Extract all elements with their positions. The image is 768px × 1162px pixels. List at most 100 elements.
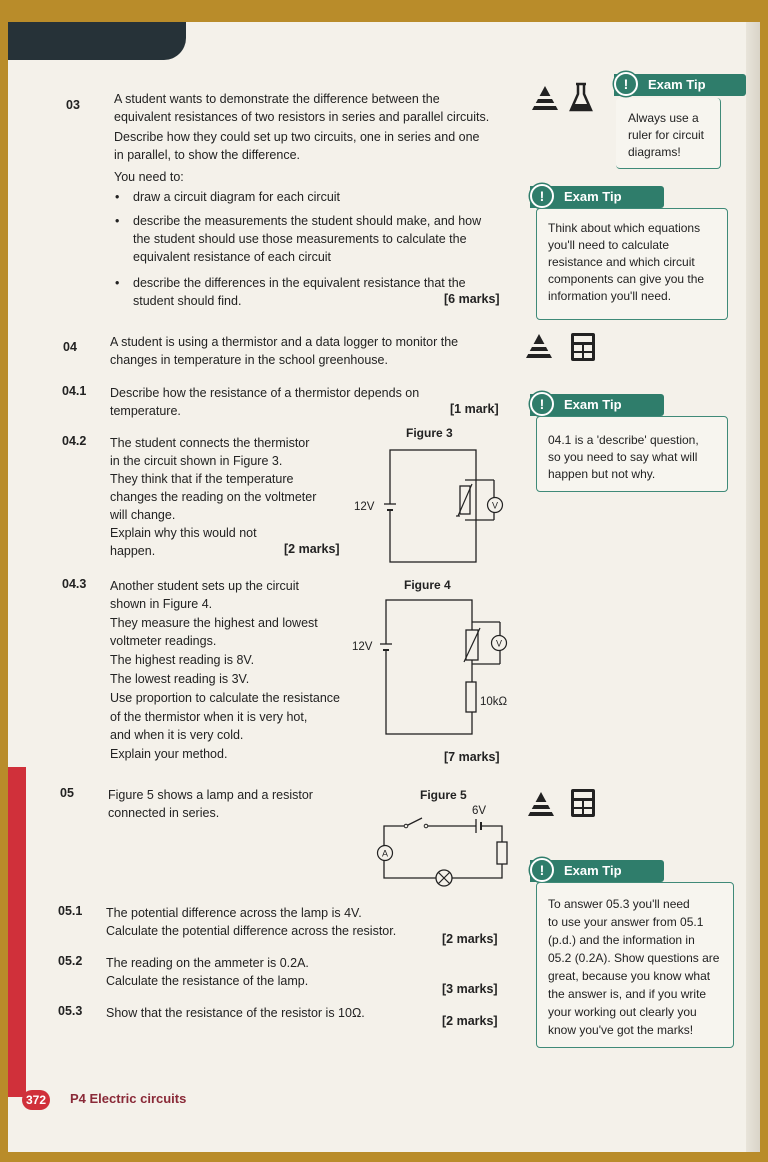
tip-1-box <box>616 98 721 169</box>
tip-1-line-2: ruler for circuit <box>628 128 705 142</box>
page-edge <box>746 22 760 1152</box>
q04-line-2: changes in temperature in the school gre… <box>110 353 388 367</box>
tip-4-header: Exam Tip <box>530 860 664 882</box>
tip-2-alert-icon: ! <box>530 184 554 208</box>
figure-3-label: Figure 3 <box>406 426 453 440</box>
section-edge-marker <box>8 767 26 1097</box>
q05-1-marks: [2 marks] <box>442 932 498 946</box>
voltmeter-icon-2: V <box>490 634 508 652</box>
q03-marks: [6 marks] <box>444 292 500 306</box>
question-number-04: 04 <box>63 340 77 354</box>
tip-4-line-2: to use your answer from 05.1 <box>548 915 704 929</box>
q04-2-line-5: will change. <box>110 508 176 522</box>
q04-2-line-7: happen. <box>110 544 156 558</box>
part-number-05-3: 05.3 <box>58 1004 83 1018</box>
q05-2-line-1: The reading on the ammeter is 0.2A. <box>106 956 309 970</box>
tip-2-header: Exam Tip <box>530 186 664 208</box>
q05-3-marks: [2 marks] <box>442 1014 498 1028</box>
q05-line-1: Figure 5 shows a lamp and a resistor <box>108 788 313 802</box>
voltmeter-icon: V <box>486 496 504 514</box>
q04-3-line-4: voltmeter readings. <box>110 634 217 648</box>
q04-1-line-1: Describe how the resistance of a thermis… <box>110 386 420 400</box>
q03-bullet-2: describe the measurements the student sh… <box>115 212 481 230</box>
tip-4-alert-icon: ! <box>530 858 554 882</box>
figure-4-resistor-label: 10kΩ <box>480 696 508 708</box>
part-number-04-1: 04.1 <box>62 384 87 398</box>
tip-4-line-1: To answer 05.3 you'll need <box>548 897 690 911</box>
calculator-icon-2 <box>571 789 595 817</box>
tip-4-box <box>536 882 734 1048</box>
q04-3-line-3: They measure the highest and lowest <box>110 616 318 630</box>
header-bar <box>8 22 186 60</box>
q04-2-line-1: The student connects the thermistor <box>110 436 310 450</box>
tip-3-title: Exam Tip <box>564 397 622 412</box>
pyramid-icon-2 <box>526 334 552 358</box>
figure-5-circuit <box>383 817 508 887</box>
tip-1-alert-icon: ! <box>614 72 638 96</box>
tip-1-header: Exam Tip <box>614 74 746 96</box>
q03-line-3: Describe how they could set up two circu… <box>114 130 480 144</box>
question-number-03: 03 <box>66 98 80 112</box>
tip-4-line-3: (p.d.) and the information in <box>548 933 695 947</box>
figure-3-circuit <box>384 449 495 563</box>
ammeter-icon: A <box>376 844 394 862</box>
part-number-05-1: 05.1 <box>58 904 83 918</box>
figure-4-label: Figure 4 <box>404 578 451 592</box>
ammeter-letter: A <box>382 849 388 859</box>
flask-icon <box>569 82 593 112</box>
tip-4-line-4: 05.2 (0.2A). Show questions are <box>548 951 720 965</box>
q03-bullet-3: describe the differences in the equivale… <box>115 274 466 292</box>
q04-3-line-8: of the thermistor when it is very hot, <box>110 710 308 724</box>
q05-1-line-2: Calculate the potential difference acros… <box>106 924 397 938</box>
tip-4-line-7: your working out clearly you <box>548 1005 697 1019</box>
tip-1-title: Exam Tip <box>648 77 706 92</box>
voltmeter-letter-2: V <box>496 639 502 649</box>
tip-3-alert-icon: ! <box>530 392 554 416</box>
q04-3-line-1: Another student sets up the circuit <box>110 579 299 593</box>
q04-2-line-6: Explain why this would not <box>110 526 257 540</box>
figure-5-voltage: 6V <box>472 805 487 817</box>
part-number-04-2: 04.2 <box>62 434 87 448</box>
tip-2-line-5: information you'll need. <box>548 289 672 303</box>
q03-bullet-3-line-2: student should find. <box>133 294 242 308</box>
voltmeter-letter: V <box>492 501 498 511</box>
q05-2-marks: [3 marks] <box>442 982 498 996</box>
tip-2-line-3: resistance and which circuit <box>548 255 695 269</box>
q03-line-2: equivalent resistances of two resistors … <box>114 110 490 124</box>
pyramid-icon <box>532 86 558 110</box>
q04-1-line-2: temperature. <box>110 404 181 418</box>
q05-3-line-1: Show that the resistance of the resistor… <box>106 1006 365 1020</box>
part-number-05-2: 05.2 <box>58 954 83 968</box>
pyramid-icon-3 <box>528 792 554 816</box>
calculator-icon <box>571 333 595 361</box>
tip-3-box <box>536 416 728 492</box>
q04-2-line-4: changes the reading on the voltmeter <box>110 490 317 504</box>
part-number-04-3: 04.3 <box>62 577 87 591</box>
figure-4-voltage: 12V <box>352 641 373 653</box>
q04-1-marks: [1 mark] <box>450 402 499 416</box>
chapter-title: P4 Electric circuits <box>70 1091 187 1106</box>
tip-2-line-4: components can give you the <box>548 272 705 286</box>
q03-bullet-2-line-2: the student should use those measurement… <box>133 232 467 246</box>
tip-4-title: Exam Tip <box>564 863 622 878</box>
q04-2-line-3: They think that if the temperature <box>110 472 294 486</box>
q03-need: You need to: <box>114 170 184 184</box>
tip-2-title: Exam Tip <box>564 189 622 204</box>
tip-3-line-1: 04.1 is a 'describe' question, <box>548 433 699 447</box>
tip-4-line-6: the answer is, and if you write <box>548 987 707 1001</box>
q05-2-line-2: Calculate the resistance of the lamp. <box>106 974 309 988</box>
q03-bullet-2-line-3: equivalent resistance of each circuit <box>133 250 332 264</box>
q04-3-line-9: and when it is very cold. <box>110 728 244 742</box>
page-number-badge: 372 <box>22 1090 50 1110</box>
q04-line-1: A student is using a thermistor and a da… <box>110 335 459 349</box>
textbook-page: 03 A student wants to demonstrate the di… <box>8 22 760 1152</box>
q05-line-2: connected in series. <box>108 806 220 820</box>
tip-4-line-5: great, because you know what <box>548 969 711 983</box>
q04-3-line-6: The lowest reading is 3V. <box>110 672 250 686</box>
q04-2-line-2: in the circuit shown in Figure 3. <box>110 454 283 468</box>
tip-2-box <box>536 208 728 320</box>
figure-5-label: Figure 5 <box>420 788 467 802</box>
figure-4-circuit <box>380 599 501 735</box>
figure-3-voltage: 12V <box>354 501 375 513</box>
tip-1-line-1: Always use a <box>628 111 699 125</box>
